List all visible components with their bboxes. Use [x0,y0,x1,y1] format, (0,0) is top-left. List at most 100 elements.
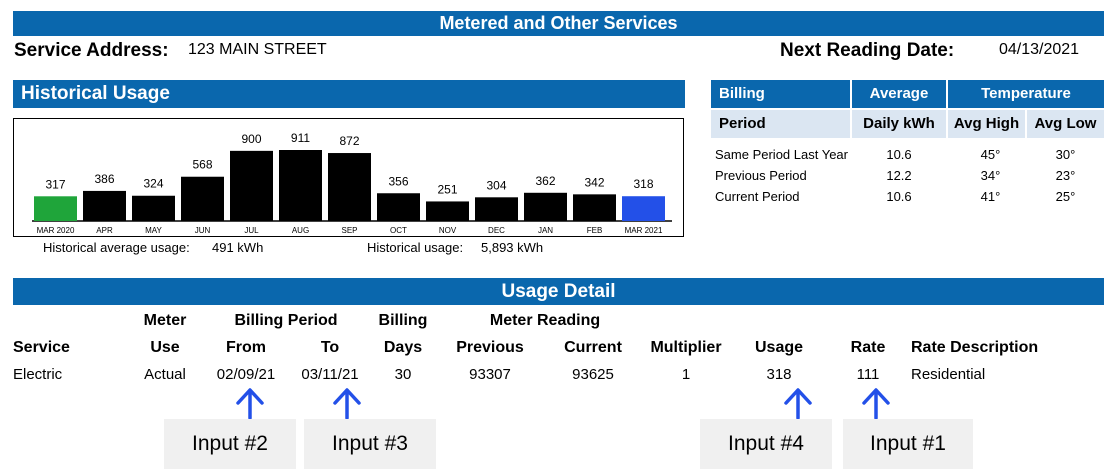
daily-kwh-subheader-label: Daily kWh [863,115,935,132]
comparison-subheader-low: Avg Low [1027,110,1104,138]
comparison-row-low: 25° [1055,189,1076,204]
comparison-row-daily: 10.6 [886,147,912,162]
services-header-bar: Metered and Other Services [13,11,1104,36]
chart-data-label: 911 [291,131,310,145]
period-subheader-label: Period [719,115,766,132]
historical-total-label: Historical usage: [367,240,464,255]
chart-data-label: 342 [584,175,604,189]
avg-low-subheader-label: Avg Low [1034,115,1097,132]
comparison-row-daily: 12.2 [886,168,912,183]
row-current: 93625 [572,366,614,383]
chart-tick-label: DEC [488,226,505,235]
arrow-up-icon [333,388,361,420]
chart-tick-label: JAN [538,226,553,235]
chart-tick-label: JUN [195,226,211,235]
chart-tick-label: APR [96,226,113,235]
chart-bar [132,195,175,221]
comparison-row-period: Same Period Last Year [715,147,848,162]
comparison-header-temperature: Temperature [948,80,1104,108]
chart-tick-label: NOV [439,226,457,235]
average-header-label: Average [869,85,929,102]
comparison-row-daily: 10.6 [886,189,912,204]
column-header-days: Days [383,339,423,356]
service-address-label: Service Address: [14,40,169,61]
row-from: 02/09/21 [216,366,276,383]
chart-bar [524,192,567,221]
comparison-row-low: 30° [1055,147,1076,162]
chart-tick-label: SEP [341,226,357,235]
row-days: 30 [394,366,412,383]
chart-tick-label: MAY [145,226,162,235]
column-header-usage: Usage [754,339,804,356]
chart-data-label: 362 [535,174,555,188]
column-header-to: To [320,339,340,356]
row-to: 03/11/21 [301,366,359,383]
group-header-billing: Billing [378,312,428,329]
group-header-meter: Meter [143,312,187,329]
chart-bar [377,193,420,221]
usage-detail-title: Usage Detail [501,281,616,302]
row-multiplier: 1 [681,366,691,383]
comparison-subheader-high: Avg High [948,110,1025,138]
chart-data-label: 900 [241,132,261,146]
input-2-callout: Input #2 [164,419,296,469]
chart-bar [230,150,273,221]
chart-tick-label: MAR 2020 [37,226,75,235]
row-use: Actual [144,366,186,383]
temperature-header-label: Temperature [981,85,1071,102]
input-4-callout: Input #4 [700,419,832,469]
billing-header-label: Billing [719,85,765,102]
chart-tick-label: FEB [587,226,603,235]
chart-data-label: 324 [143,177,163,191]
comparison-subheader-daily: Daily kWh [852,110,946,138]
comparison-header-average: Average [852,80,946,108]
service-address-value: 123 MAIN STREET [188,41,327,58]
chart-data-label: 304 [486,178,506,192]
chart-data-label: 251 [437,182,457,196]
chart-bar [475,197,518,221]
comparison-row-high: 41° [980,189,1001,204]
next-reading-value: 04/13/2021 [999,41,1080,58]
historical-usage-title: Historical Usage [21,83,170,104]
column-header-service: Service [13,339,70,356]
avg-high-subheader-label: Avg High [953,115,1020,132]
chart-bar [181,176,224,221]
chart-data-label: 386 [94,172,114,186]
column-header-rate-description: Rate Description [911,339,1039,356]
chart-data-label: 356 [388,174,408,188]
comparison-row-high: 45° [980,147,1001,162]
column-header-current: Current [564,339,622,356]
chart-tick-label: JUL [244,226,259,235]
chart-bar [34,196,77,221]
arrow-up-icon [862,388,890,420]
comparison-row-high: 34° [980,168,1001,183]
chart-bar [622,196,665,221]
comparison-row-period: Current Period [715,189,800,204]
usage-detail-header-bar: Usage Detail [13,278,1104,305]
input-3-callout: Input #3 [304,419,436,469]
group-header-meter-reading: Meter Reading [489,312,601,329]
chart-data-label: 318 [633,177,653,191]
chart-bar [328,153,371,221]
row-service: Electric [13,366,63,383]
arrow-up-icon [236,388,264,420]
comparison-row-low: 23° [1055,168,1076,183]
historical-average-value: 491 kWh [212,240,264,255]
chart-bar [426,201,469,221]
chart-bar [279,150,322,221]
group-header-billing-period: Billing Period [234,312,338,329]
historical-average-label: Historical average usage: [43,240,190,255]
next-reading-label: Next Reading Date: [780,40,955,61]
row-rate-description: Residential [911,366,986,383]
row-previous: 93307 [469,366,511,383]
historical-usage-header: Historical Usage [13,80,685,108]
chart-data-label: 317 [45,177,65,191]
column-header-from: From [226,339,266,356]
services-header-title: Metered and Other Services [439,13,678,33]
comparison-header-billing: Billing [711,80,850,108]
chart-bar [573,194,616,221]
chart-data-label: 568 [192,158,212,172]
column-header-use: Use [150,339,180,356]
